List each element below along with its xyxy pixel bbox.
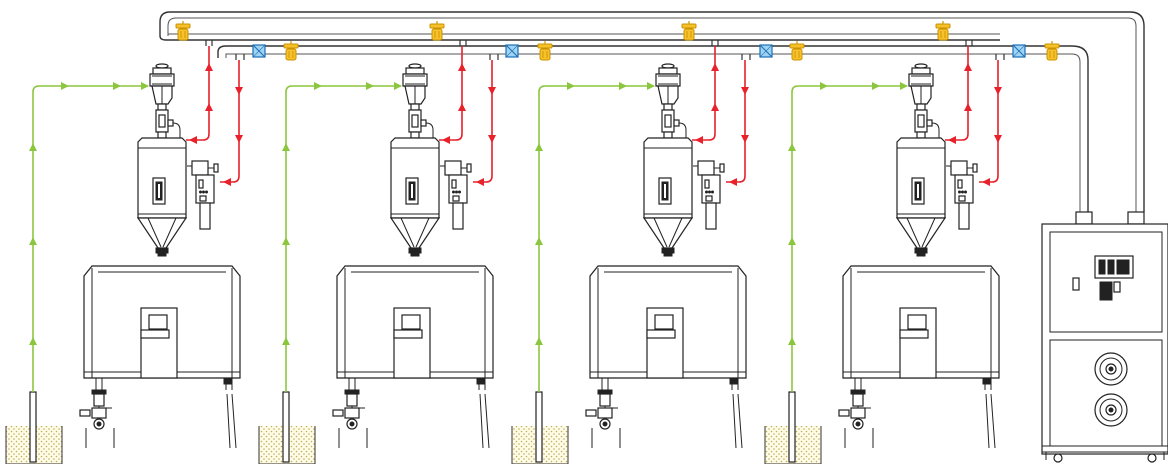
station-1 [5, 46, 243, 464]
material-conveying-line [535, 82, 655, 392]
stations [5, 46, 1002, 464]
dry-air-line [692, 46, 749, 186]
material-conveying-line [29, 82, 149, 392]
material-hopper-icon [764, 391, 822, 464]
blue-filter-valve-icon[interactable] [505, 44, 519, 58]
blue-filter-valve-icon[interactable] [1012, 44, 1026, 58]
yellow-valve-icon[interactable] [283, 40, 299, 61]
dryer-hopper-icon[interactable] [79, 63, 241, 449]
yellow-valve-icon[interactable] [537, 40, 553, 61]
material-hopper-icon [258, 391, 316, 464]
dryer-hopper-icon[interactable] [838, 63, 1000, 449]
yellow-valve-icon[interactable] [429, 20, 445, 41]
yellow-valve-icon[interactable] [175, 20, 191, 41]
yellow-valve-icon[interactable] [1044, 40, 1060, 61]
dry-air-line [945, 46, 1002, 186]
material-conveying-line [788, 82, 908, 392]
material-hopper-icon [511, 391, 569, 464]
yellow-valve-icon[interactable] [681, 20, 697, 41]
dry-air-line [439, 46, 496, 186]
dryer-hopper-icon[interactable] [585, 63, 747, 449]
yellow-valve-icon[interactable] [789, 40, 805, 61]
dryer-hopper-icon[interactable] [332, 63, 494, 449]
blue-filter-valve-icon[interactable] [252, 44, 266, 58]
dry-air-line [186, 46, 243, 186]
header-drops [205, 40, 1005, 60]
dry-air-header-pipe [159, 11, 1145, 212]
blue-filter-valve-icon[interactable] [759, 44, 773, 58]
material-conveying-line [282, 82, 402, 392]
control-cabinet-icon[interactable] [1041, 211, 1168, 463]
blower-icon [1094, 393, 1128, 427]
material-hopper-icon [5, 391, 63, 464]
blower-icon [1094, 352, 1128, 386]
return-air-header-pipe [217, 45, 1089, 212]
yellow-valve-icon[interactable] [935, 20, 951, 41]
station-4 [764, 46, 1002, 464]
station-2 [258, 46, 496, 464]
station-3 [511, 46, 749, 464]
